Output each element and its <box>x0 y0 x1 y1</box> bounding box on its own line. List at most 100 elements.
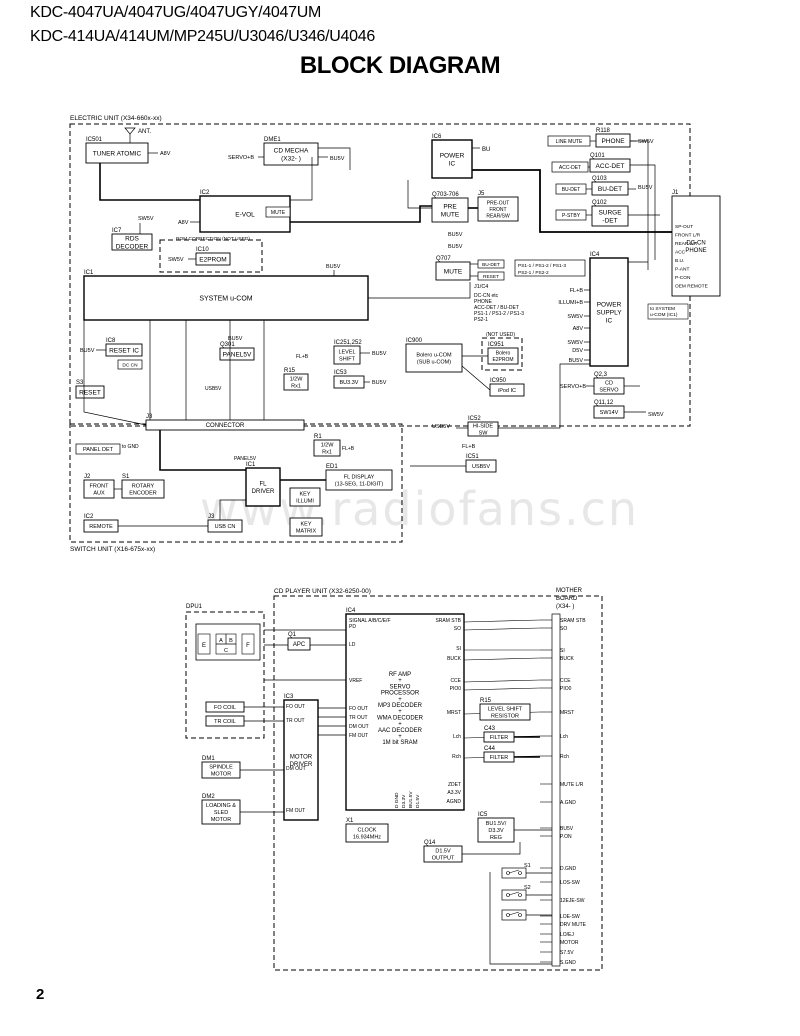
q707-reset-text: RESET <box>483 274 499 280</box>
ic4-cd-line-8: + <box>398 722 402 728</box>
block-text-ic3_motor: MOTOR <box>290 754 313 760</box>
block-ref-q703: Q703-706 <box>432 192 459 198</box>
rom-correction-frame <box>159 239 263 273</box>
antenna-label: ANT. <box>138 129 151 135</box>
block-text-j2: AUX <box>93 490 105 496</box>
block-ic7 <box>111 233 153 251</box>
block-j1_dccn <box>671 195 721 297</box>
dc-cn-box <box>117 359 143 370</box>
block-text-r15: Rx1 <box>291 383 301 389</box>
switch-contact-b-2 <box>518 913 522 917</box>
block-text-j2: FRONT <box>90 483 110 489</box>
block-text-dm2: SLED <box>214 810 228 816</box>
block-text-connector: CONNECTOR <box>206 423 245 429</box>
block-q103 <box>591 181 629 196</box>
block-j5 <box>477 196 519 222</box>
block-ref-ic8: IC8 <box>106 338 116 344</box>
signal-line <box>83 320 147 426</box>
block-dme1 <box>263 142 319 166</box>
ic4-mb-line-4 <box>463 679 541 683</box>
pickup-f <box>241 633 255 655</box>
block-ref-q101: Q101 <box>590 153 605 159</box>
switch-box-1 <box>501 889 527 901</box>
signal-line <box>159 430 246 471</box>
block-ref-ic10: IC10 <box>196 247 209 253</box>
block-ref-q102: Q102 <box>592 200 607 206</box>
block-text-dm1: SPINDLE <box>209 764 233 770</box>
block-ref-ic6: IC6 <box>432 134 442 140</box>
block-ref-r15: R15 <box>284 368 296 374</box>
block-ref-ic5_cd: IC5 <box>478 812 488 818</box>
j1-pin-4: B.U. <box>675 258 684 264</box>
block-text-ic951: E2PROM <box>492 357 513 363</box>
pickup-e-text: E <box>202 643 206 649</box>
ic4-cd-line-9: AAC DECODER <box>378 728 423 734</box>
block-ref-ic53: IC53 <box>334 370 347 376</box>
block-text-q102: SURGE <box>598 209 622 216</box>
block-ic251 <box>333 345 361 365</box>
ic4-right-7: Lch <box>453 734 461 740</box>
switch-ref-0: S1 <box>524 863 531 869</box>
electric-unit-label: ELECTRIC UNIT (X34-660x-xx) <box>70 115 162 122</box>
evol-out-line <box>290 205 432 223</box>
block-ref-q301: Q301 <box>220 342 235 348</box>
model-title-line-2: KDC-414UA/414UM/MP245U/U3046/U346/U4046 <box>30 28 375 45</box>
block-ref-s3: S3 <box>76 380 84 386</box>
mother-board-label-0: MOTHER <box>556 588 583 594</box>
block-ic6 <box>431 139 473 179</box>
ps-label-0: FL+B <box>570 288 584 294</box>
block-text-x1: 16.934MHz <box>353 834 381 840</box>
mb-pin-3: BUCK <box>560 656 575 662</box>
to-system-label-2: u-COM (IC1) <box>650 312 678 318</box>
block-text-j5: REAR/SW <box>486 213 510 219</box>
ic4-bottom-0: D GND <box>394 792 400 808</box>
ps-label-2: SW5V <box>567 314 583 320</box>
sw5v-label-r118: SW5V <box>638 139 654 145</box>
block-text-ic5_cd: BU1.5V/ <box>486 821 507 827</box>
signal-line <box>368 282 471 299</box>
j1c4-line-2: ACC-DET / BU-DET <box>474 305 519 311</box>
block-dm2 <box>201 799 241 825</box>
ic4-bottom-1: D3.3V <box>401 794 407 808</box>
block-text-j5: PRE-OUT <box>487 200 510 206</box>
block-text-dm2: MOTOR <box>211 817 231 823</box>
block-q703 <box>431 197 469 223</box>
block-text-s1: ENCODER <box>129 490 157 496</box>
block-ic3_motor <box>283 699 319 821</box>
mb-pin-10: A.GND <box>560 800 576 806</box>
motor-in-1: TR OUT <box>286 718 305 724</box>
block-text-x1: CLOCK <box>358 827 377 833</box>
block-ref-ic52: IC52 <box>468 416 481 422</box>
ic4-cd-line-5: MP3 DECODER <box>378 703 423 709</box>
pickup-e <box>197 633 211 655</box>
block-text-ic501: TUNER ATOMIC <box>93 150 142 157</box>
page-title: BLOCK DIAGRAM <box>299 52 501 79</box>
ic4-cd-line-1: + <box>398 678 402 684</box>
block-q1_apc <box>287 637 311 651</box>
antenna-icon <box>124 127 136 135</box>
flb-label-ic51: FL+B <box>462 444 476 450</box>
block-text-ic950: iPod IC <box>498 388 516 394</box>
mb-pin-7: Lch <box>560 734 568 740</box>
ic4-right-3: BUCK <box>447 656 462 662</box>
block-ic1 <box>83 275 369 321</box>
pickup-f-text: F <box>246 643 250 649</box>
block-s3 <box>75 385 105 399</box>
block-text-key_illumi: KEY <box>299 491 310 497</box>
block-text-tr_coil: TR COIL <box>214 719 236 725</box>
block-r1 <box>313 439 341 457</box>
j1-pin-6: P-CON <box>675 275 691 281</box>
ic4-bottom-2: BU1.5V <box>408 791 414 808</box>
block-ref-ic2: IC2 <box>200 190 210 196</box>
ic4-mb-line-3 <box>463 657 541 661</box>
block-text-dme1: CD MECHA <box>274 147 309 154</box>
j1-pin-2: REAR L/R <box>675 241 698 247</box>
block-ref-ic501: IC501 <box>86 137 103 143</box>
ic4-cd-line-4: + <box>398 697 402 703</box>
block-panel_det <box>75 443 121 455</box>
block-text-ic1_sw: FL <box>259 481 267 487</box>
evol-mute-box <box>265 206 291 218</box>
block-ic1_sw <box>245 467 281 507</box>
ic4-right-2: SI <box>456 646 461 652</box>
block-text-s3: RESET <box>79 389 101 396</box>
